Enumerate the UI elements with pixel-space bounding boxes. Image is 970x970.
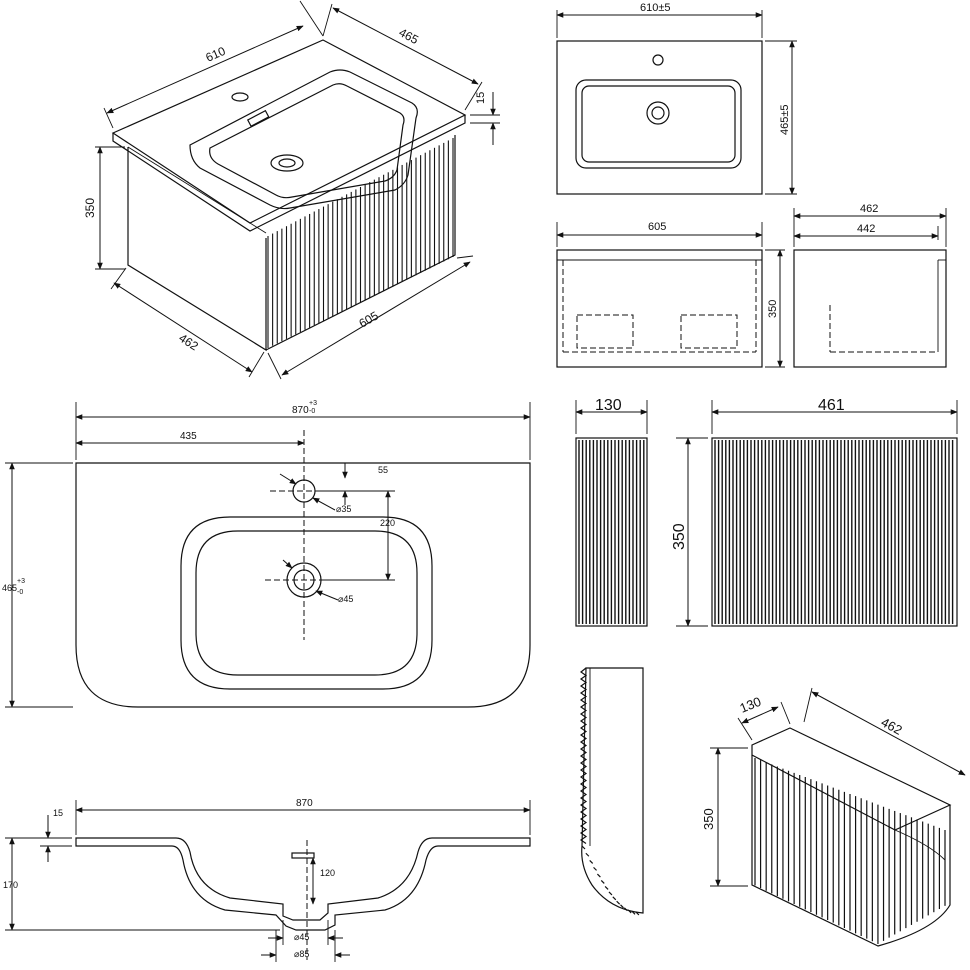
- end-module-3d: 130 462 350: [701, 687, 966, 947]
- plan-width-label: 870: [292, 405, 309, 416]
- plan-depth-tol-lower: -0: [17, 589, 23, 596]
- front-view-width-label: 605: [648, 221, 666, 233]
- front-view: 605 350: [556, 221, 785, 368]
- section-waste-diameter: ⌀45: [294, 932, 309, 942]
- flute-line: [627, 909, 632, 914]
- profile-serration-path: [579, 667, 588, 844]
- side-view: 462 442: [793, 203, 947, 368]
- flute-line: [585, 852, 590, 857]
- iso-top-thickness-label: 15: [475, 92, 487, 104]
- iso-top-depth-label: 465: [397, 25, 422, 47]
- flute-line: [596, 873, 601, 878]
- iso-top-width-label: 610: [204, 44, 228, 65]
- fluted-front-panel: 461 350: [671, 397, 958, 627]
- section-total-depth-label: 170: [3, 880, 18, 890]
- panel-height-label: 350: [671, 523, 688, 550]
- flute-line: [604, 886, 609, 890]
- flute-line: [635, 911, 640, 916]
- flute-line: [593, 866, 597, 871]
- flute-line: [616, 900, 621, 905]
- flute-line: [620, 904, 624, 909]
- iso-body-depth-label: 462: [176, 331, 201, 354]
- section-thickness-label: 15: [53, 808, 63, 818]
- front-view-height-label: 350: [767, 300, 779, 318]
- plan-tap-to-waste-label: 220: [380, 518, 395, 528]
- front-panel-width-label: 461: [818, 397, 845, 414]
- fluted-end-panel: 130: [575, 397, 648, 627]
- plan-width-tol-lower: -0: [309, 408, 315, 415]
- flute-line: [612, 896, 617, 901]
- plan-waste-diameter: ⌀45: [338, 594, 353, 604]
- top-view: 610±5 465±5: [556, 2, 797, 195]
- top-view-width-label: 610±5: [640, 2, 671, 14]
- side-view-outer-depth-label: 462: [860, 203, 878, 215]
- plan-depth-tol-upper: +3: [17, 578, 25, 585]
- flute-line: [623, 907, 628, 912]
- plan-depth-label: 465: [2, 583, 17, 593]
- iso-body-width-label: 605: [357, 308, 382, 330]
- side-view-inner-depth-label: 442: [857, 223, 875, 235]
- plan-width-tol-upper: +3: [309, 400, 317, 407]
- end-panel-width-label: 130: [595, 397, 622, 414]
- plan-tap-hole-diameter: ⌀35: [336, 504, 351, 514]
- module-depth-label: 130: [738, 694, 764, 716]
- large-basin-plan: 870 +3 -0 435 465 +3 -0 55 220 ⌀35 ⌀45: [2, 400, 531, 708]
- flute-line: [581, 845, 586, 850]
- section-width-label: 870: [296, 798, 313, 809]
- plan-tap-offset-y-label: 55: [378, 465, 388, 475]
- top-view-depth-label: 465±5: [779, 104, 791, 135]
- flute-line: [589, 859, 594, 864]
- module-height-label: 350: [701, 808, 716, 830]
- basin-section-view: 870 15 170 120 ⌀45 ⌀85: [3, 798, 531, 962]
- flute-line: [631, 910, 636, 915]
- end-panel-profile: [579, 667, 644, 916]
- flute-line: [600, 880, 605, 884]
- iso-body-height-label: 350: [83, 198, 97, 218]
- module-width-label: 462: [879, 714, 905, 737]
- flute-line: [608, 891, 613, 896]
- plan-tap-offset-x-label: 435: [180, 431, 197, 442]
- section-bowl-depth-label: 120: [320, 868, 335, 878]
- section-outlet-diameter: ⌀85: [294, 949, 309, 959]
